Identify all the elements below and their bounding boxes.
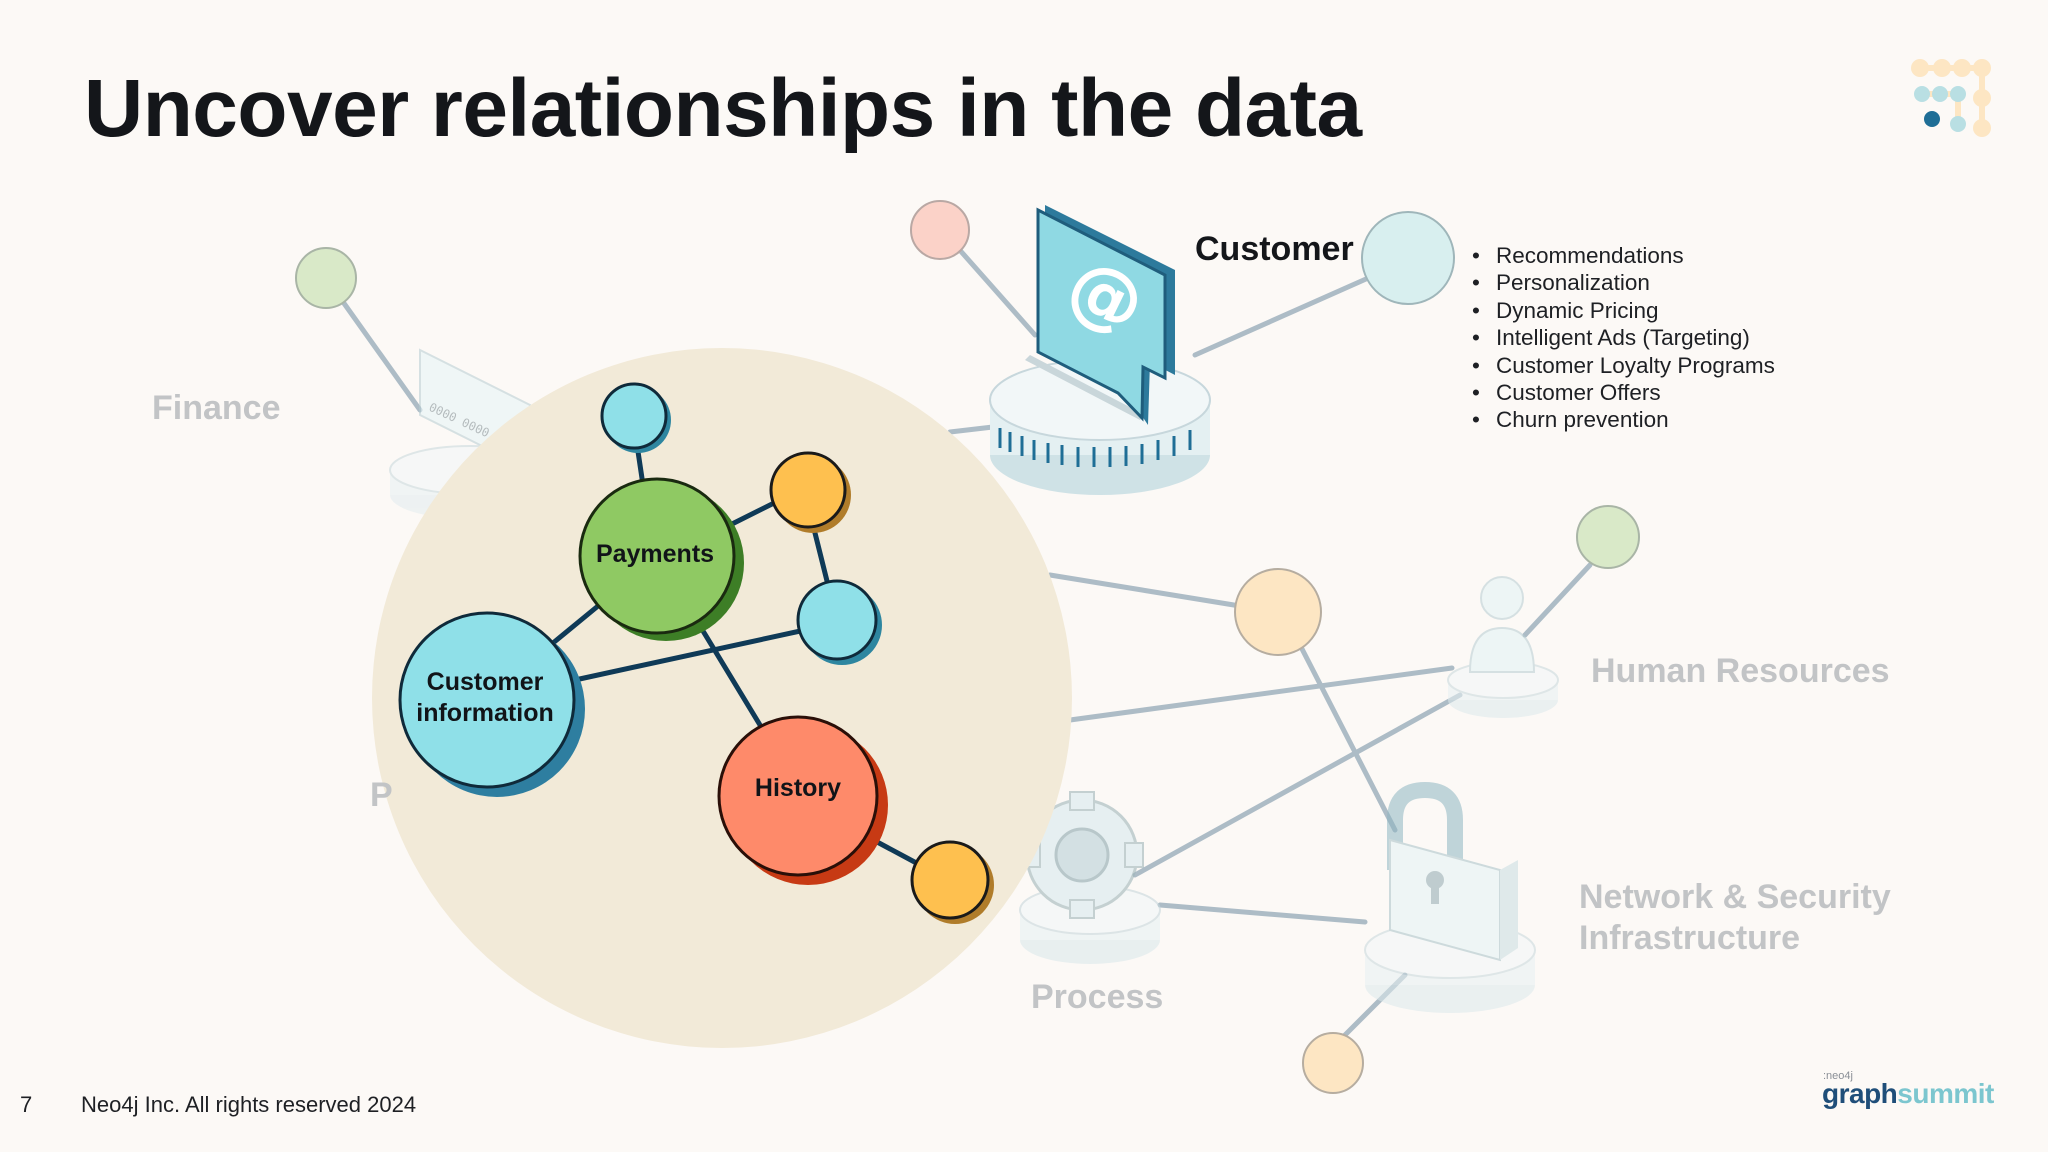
- edge-focus-peach: [1047, 572, 1243, 609]
- node-yellow-top[interactable]: [769, 451, 851, 533]
- use-case-item: Customer Offers: [1470, 379, 1775, 407]
- page-number: 7: [20, 1092, 33, 1117]
- brand-neo4j-small: :neo4j: [1823, 1070, 1853, 1082]
- edge-peach-lock: [1297, 642, 1398, 833]
- copyright-text: Neo4j Inc. All rights reserved 2024: [81, 1092, 417, 1117]
- payments-label: Payments: [596, 540, 714, 568]
- brand-graphsummit-logo: graphsummit: [1822, 1078, 1994, 1110]
- slide-title: Uncover relationships in the data: [84, 63, 1362, 154]
- edge-yellow-blue: [810, 522, 831, 588]
- node-yellow-bottom[interactable]: [910, 840, 994, 924]
- domain-customer-label: Customer: [1195, 230, 1354, 268]
- node-customer-information[interactable]: Customer information: [398, 611, 585, 797]
- edge-customer-node: [1192, 272, 1378, 358]
- finance-green-node: [295, 247, 357, 309]
- history-label: History: [755, 774, 841, 802]
- use-case-item: Churn prevention: [1470, 406, 1775, 434]
- hr-person-icon: [1447, 576, 1559, 718]
- use-case-item: Personalization: [1470, 269, 1775, 297]
- customer-chat-icon: @: [989, 205, 1211, 495]
- use-case-item: Intelligent Ads (Targeting): [1470, 324, 1775, 352]
- edge-hr-green: [1522, 562, 1593, 638]
- neo4j-logo-icon: [1911, 59, 1991, 137]
- edge-gear-hr: [1132, 692, 1463, 878]
- process-gear-icon: [1019, 791, 1161, 964]
- edge-payments-info: [550, 603, 601, 646]
- focus-circle: [372, 348, 1072, 1048]
- customer-information-label-2: information: [416, 699, 554, 727]
- customer-use-cases-list: Recommendations Personalization Dynamic …: [1470, 242, 1775, 434]
- customer-information-label-1: Customer: [427, 668, 544, 696]
- domain-process-label: Process: [1031, 978, 1164, 1016]
- use-case-item: Customer Loyalty Programs: [1470, 352, 1775, 380]
- use-case-item: Recommendations: [1470, 242, 1775, 270]
- customer-large-node: [1361, 211, 1455, 305]
- edge-payments-history: [697, 623, 763, 728]
- node-blue-small[interactable]: [600, 382, 671, 453]
- hr-green-node: [1576, 505, 1640, 569]
- domain-finance-label: Finance: [152, 389, 281, 427]
- peach-node: [1234, 568, 1322, 656]
- domain-network-security-label-1: Network & Security: [1579, 878, 1891, 916]
- brand-tail: summit: [1897, 1078, 1994, 1109]
- brand-main: graph: [1822, 1078, 1898, 1109]
- edge-gear-lock: [1157, 902, 1368, 925]
- use-case-item: Dynamic Pricing: [1470, 297, 1775, 325]
- bottom-peach-node: [1302, 1032, 1364, 1094]
- node-blue-right[interactable]: [796, 579, 882, 665]
- edge-info-blue: [572, 627, 808, 683]
- domain-partial-label: P: [370, 776, 393, 814]
- node-payments[interactable]: Payments: [578, 477, 744, 641]
- domain-human-resources-label: Human Resources: [1591, 652, 1890, 690]
- pink-node: [910, 200, 970, 260]
- domain-network-security-label-2: Infrastructure: [1579, 919, 1801, 957]
- network-lock-icon: [1364, 781, 1536, 1013]
- edge-focus-hr: [1067, 665, 1455, 723]
- node-history[interactable]: History: [717, 715, 888, 885]
